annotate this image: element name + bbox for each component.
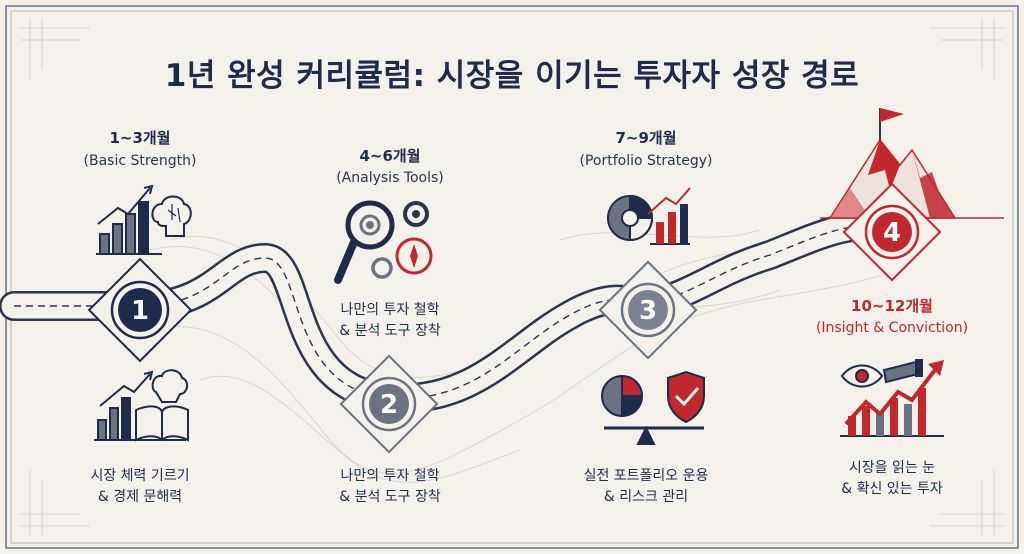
- corner-grid-bottom-left: [20, 470, 90, 536]
- stage-4-desc-line1: 시장을 읽는 눈: [848, 460, 936, 476]
- inner-border: [10, 10, 1014, 544]
- stage-2-desc-line1: 나만의 투자 철학: [340, 468, 440, 484]
- page-title: 1년 완성 커리큘럼: 시장을 이기는 투자자 성장 경로: [164, 58, 860, 94]
- stage-3-desc-line1: 실전 포트폴리오 운용: [583, 468, 709, 484]
- pie-bar-chart-icon: [607, 187, 691, 245]
- stage-node-4: 4: [842, 182, 942, 282]
- node-number-4: 4: [883, 218, 901, 248]
- stage-2-mid-line1: 나만의 투자 철학: [340, 302, 440, 318]
- book-chart-brain-icon: [94, 369, 189, 442]
- stage-4-subtitle: (Insight & Conviction): [815, 320, 969, 336]
- stage-2-description: 나만의 투자 철학 & 분석 도구 장착: [280, 466, 500, 508]
- growth-road: [0, 210, 905, 414]
- stage-node-2: 2: [339, 354, 439, 454]
- pie-shield-balance-icon: [601, 370, 705, 445]
- node-number-2: 2: [380, 390, 398, 420]
- stage-2-subtitle: (Analysis Tools): [336, 170, 444, 186]
- stage-1-period: 1~3개월: [109, 129, 171, 147]
- stage-3-subtitle: (Portfolio Strategy): [579, 153, 713, 169]
- stage-1-desc-line2: & 경제 문해력: [97, 489, 183, 505]
- stage-2-mid-description: 나만의 투자 철학 & 분석 도구 장착: [280, 300, 500, 342]
- stage-1-desc-line1: 시장 체력 기르기: [90, 468, 190, 484]
- stage-node-3: 3: [598, 260, 698, 360]
- stage-1-description: 시장 체력 기르기 & 경제 문해력: [30, 466, 250, 508]
- stage-node-1: 1: [87, 257, 193, 363]
- node-number-1: 1: [131, 296, 149, 326]
- stage-4-desc-line2: & 확신 있는 투자: [841, 481, 943, 497]
- mountain-flag-icon: [820, 108, 1004, 219]
- eye-telescope-growth-icon: [840, 359, 944, 437]
- corner-grid-top-right: [930, 18, 1004, 80]
- stage-3-period: 7~9개월: [615, 129, 677, 147]
- stage-3-desc-line2: & 리스크 관리: [603, 489, 689, 505]
- corner-grid-bottom-right: [930, 470, 1004, 536]
- stage-4-description: 시장을 읽는 눈 & 확신 있는 투자: [782, 458, 1002, 500]
- stage-2-desc-line2: & 분석 도구 장착: [339, 489, 441, 505]
- stage-2-period: 4~6개월: [359, 147, 421, 165]
- stage-2-mid-line2: & 분석 도구 장착: [339, 323, 441, 339]
- stage-1-subtitle: (Basic Strength): [83, 153, 197, 169]
- stage-4-period: 10~12개월: [851, 297, 933, 315]
- node-number-3: 3: [639, 296, 657, 326]
- corner-grid-top-left: [20, 18, 90, 80]
- magnifier-gears-compass-icon: [334, 200, 433, 284]
- outer-border: [5, 5, 1019, 549]
- stage-3-description: 실전 포트폴리오 운용 & 리스크 관리: [536, 466, 756, 508]
- bar-chart-brain-icon: [96, 184, 192, 255]
